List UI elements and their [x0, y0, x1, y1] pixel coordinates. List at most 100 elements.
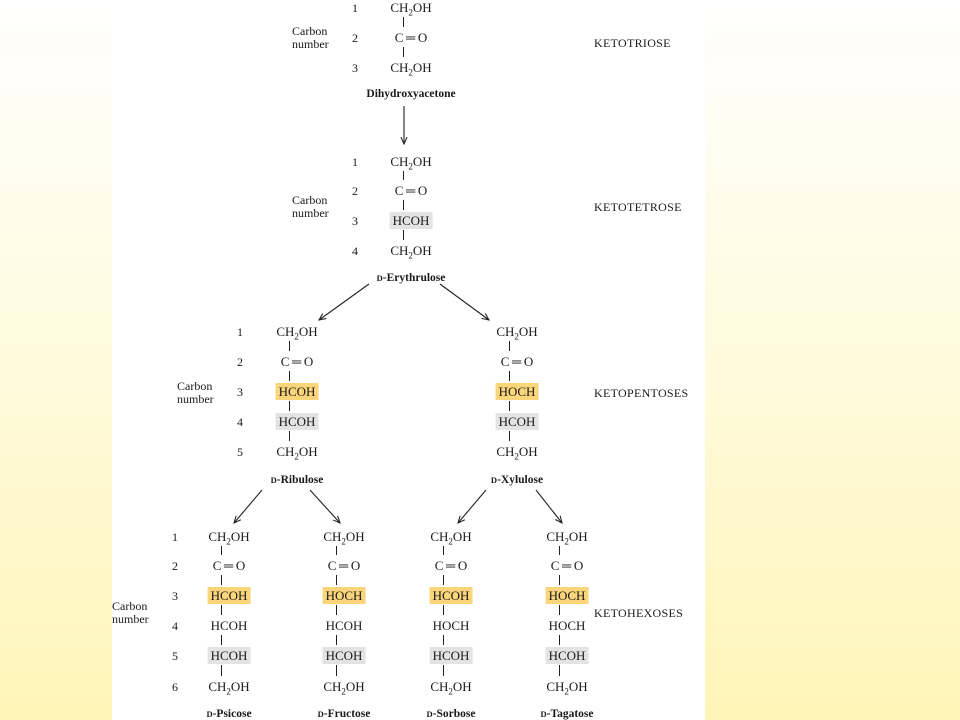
carbon-number: 5	[237, 445, 243, 459]
bond-line	[403, 47, 404, 57]
bond-line	[289, 401, 290, 411]
bond-line	[509, 401, 510, 411]
functional-group: C ═ O	[394, 183, 428, 198]
compound-name: D-Psicose	[206, 708, 252, 720]
functional-group: CH2OH	[390, 60, 432, 78]
derivation-arrow	[319, 283, 370, 320]
carbon-number: 3	[352, 61, 358, 75]
functional-group: CH2OH	[390, 0, 432, 18]
bond-line	[509, 341, 510, 351]
bond-line	[336, 665, 337, 676]
carbon-number: 4	[237, 415, 243, 429]
functional-group: C ═ O	[212, 558, 246, 573]
bond-line	[559, 546, 560, 555]
compound-name: D-Ribulose	[270, 474, 324, 486]
functional-group: HOCH	[322, 587, 366, 604]
bond-line	[336, 635, 337, 645]
functional-group: HCOH	[429, 647, 473, 664]
functional-group: CH2OH	[390, 243, 432, 261]
carbon-number: 3	[172, 589, 178, 603]
functional-group: HOCH	[495, 383, 539, 400]
carbon-number: 2	[237, 355, 243, 369]
functional-group: C ═ O	[500, 354, 534, 369]
functional-group: CH2OH	[496, 444, 538, 462]
functional-group: C ═ O	[550, 558, 584, 573]
functional-group: HCOH	[322, 647, 366, 664]
functional-group: HCOH	[210, 618, 248, 633]
functional-group: HOCH	[548, 618, 586, 633]
bond-line	[559, 635, 560, 645]
bond-line	[289, 341, 290, 351]
carbon-number: 3	[237, 385, 243, 399]
functional-group: CH2OH	[208, 529, 250, 547]
carbon-number-label: Carbon number	[292, 193, 329, 220]
functional-group: CH2OH	[546, 679, 588, 697]
bond-line	[403, 171, 404, 180]
sugar-class-label: KETOHEXOSES	[594, 606, 684, 620]
carbon-number: 4	[172, 619, 178, 633]
bond-line	[559, 605, 560, 615]
carbon-number: 5	[172, 649, 178, 663]
compound-name: D-Erythrulose	[376, 272, 446, 284]
bond-line	[221, 635, 222, 645]
functional-group: HCOH	[207, 647, 251, 664]
bond-line	[443, 665, 444, 676]
functional-group: CH2OH	[208, 679, 250, 697]
functional-group: C ═ O	[394, 30, 428, 45]
compound-name: Dihydroxyacetone	[366, 88, 456, 100]
bond-line	[443, 605, 444, 615]
carbon-number: 2	[172, 559, 178, 573]
bond-line	[221, 605, 222, 615]
carbon-number: 2	[352, 184, 358, 198]
functional-group: HCOH	[325, 618, 363, 633]
functional-group: CH2OH	[546, 529, 588, 547]
functional-group: CH2OH	[323, 679, 365, 697]
derivation-arrow	[309, 489, 340, 523]
bond-line	[289, 431, 290, 441]
carbon-number: 1	[172, 530, 178, 544]
bond-line	[559, 575, 560, 585]
bond-line	[221, 546, 222, 555]
carbon-number: 4	[352, 244, 358, 258]
functional-group: CH2OH	[430, 529, 472, 547]
bond-line	[403, 17, 404, 27]
functional-group: HCOH	[389, 212, 433, 229]
carbon-number: 1	[352, 1, 358, 15]
bond-line	[289, 371, 290, 381]
functional-group: HCOH	[207, 587, 251, 604]
compound-name: D-Fructose	[317, 708, 371, 720]
bond-line	[509, 371, 510, 381]
bond-line	[509, 431, 510, 441]
functional-group: C ═ O	[280, 354, 314, 369]
carbon-number: 1	[352, 155, 358, 169]
derivation-arrow	[458, 489, 487, 523]
functional-group: C ═ O	[434, 558, 468, 573]
sugar-class-label: KETOPENTOSES	[594, 386, 689, 400]
sugar-class-label: KETOTETROSE	[594, 200, 682, 214]
compound-name: D-Sorbose	[426, 708, 476, 720]
functional-group: CH2OH	[276, 324, 318, 342]
bond-line	[443, 575, 444, 585]
carbon-number-label: Carbon number	[177, 379, 214, 406]
functional-group: CH2OH	[276, 444, 318, 462]
bond-line	[336, 575, 337, 585]
functional-group: HOCH	[432, 618, 470, 633]
carbon-number-label: Carbon number	[292, 24, 329, 51]
bond-line	[559, 665, 560, 676]
functional-group: HOCH	[545, 587, 589, 604]
functional-group: HCOH	[275, 383, 319, 400]
bond-line	[336, 605, 337, 615]
compound-name: D-Xylulose	[490, 474, 544, 486]
derivation-arrow	[439, 283, 489, 320]
functional-group: HCOH	[429, 587, 473, 604]
functional-group: CH2OH	[390, 154, 432, 172]
functional-group: CH2OH	[323, 529, 365, 547]
functional-group: C ═ O	[327, 558, 361, 573]
functional-group: HCOH	[545, 647, 589, 664]
carbon-number: 6	[172, 680, 178, 694]
compound-name: D-Tagatose	[540, 708, 594, 720]
bond-line	[221, 665, 222, 676]
bond-line	[443, 635, 444, 645]
functional-group: HCOH	[275, 413, 319, 430]
